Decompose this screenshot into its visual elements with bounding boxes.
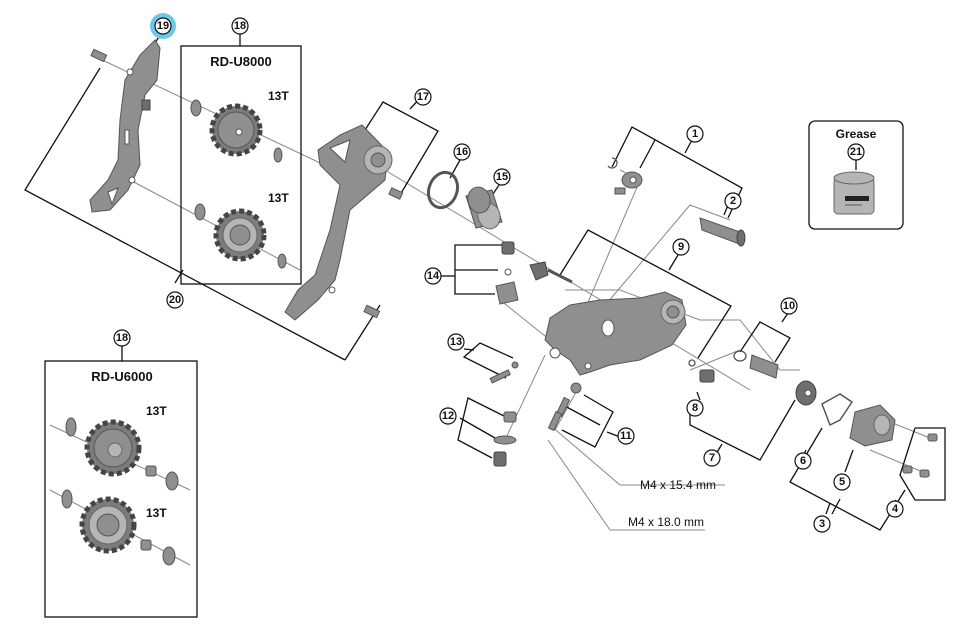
svg-text:19: 19 bbox=[157, 20, 169, 32]
svg-text:10: 10 bbox=[783, 300, 795, 312]
adjust-bolt-set[interactable] bbox=[495, 241, 519, 305]
label-teeth-u8000-upper: 13T bbox=[268, 89, 289, 103]
callout-16[interactable]: 16 bbox=[453, 143, 471, 161]
callout-7[interactable]: 7 bbox=[703, 449, 721, 467]
callout-5[interactable]: 5 bbox=[833, 473, 851, 491]
svg-text:8: 8 bbox=[692, 402, 698, 414]
friction-unit-part[interactable] bbox=[733, 350, 779, 379]
svg-text:4: 4 bbox=[892, 503, 899, 515]
link-arm-part[interactable] bbox=[529, 261, 573, 284]
svg-text:13: 13 bbox=[450, 336, 462, 348]
svg-text:16: 16 bbox=[456, 146, 468, 158]
callout-15[interactable]: 15 bbox=[493, 168, 511, 186]
callout-17[interactable]: 17 bbox=[414, 88, 432, 106]
bushing-part[interactable] bbox=[465, 185, 503, 232]
cover-unit-part[interactable] bbox=[849, 404, 896, 447]
svg-text:15: 15 bbox=[496, 171, 508, 183]
label-rd-u6000: RD-U6000 bbox=[91, 369, 152, 384]
label-screw-m4-18-0: M4 x 18.0 mm bbox=[628, 515, 704, 529]
callout-8[interactable]: 8 bbox=[686, 399, 704, 417]
svg-text:2: 2 bbox=[730, 195, 736, 207]
svg-text:14: 14 bbox=[427, 270, 440, 282]
label-teeth-u6000-lower: 13T bbox=[146, 506, 167, 520]
callout-18-bottom[interactable]: 18 bbox=[113, 329, 131, 347]
svg-text:5: 5 bbox=[839, 476, 845, 488]
label-screw-m4-15-4: M4 x 15.4 mm bbox=[640, 478, 716, 492]
svg-text:17: 17 bbox=[417, 91, 429, 103]
outer-cage-part[interactable] bbox=[284, 124, 404, 321]
svg-text:6: 6 bbox=[800, 455, 806, 467]
callout-14[interactable]: 14 bbox=[424, 267, 442, 285]
callout-20[interactable]: 20 bbox=[166, 291, 184, 309]
callout-11[interactable]: 11 bbox=[617, 427, 635, 445]
seal-ring-part[interactable] bbox=[821, 393, 854, 427]
svg-text:7: 7 bbox=[709, 452, 715, 464]
label-grease: Grease bbox=[836, 127, 877, 141]
svg-text:11: 11 bbox=[620, 430, 632, 442]
spring-clip-part[interactable] bbox=[424, 168, 463, 211]
clutch-cap-part[interactable] bbox=[795, 380, 817, 406]
callout-9[interactable]: 9 bbox=[672, 238, 690, 256]
callout-4[interactable]: 4 bbox=[886, 500, 904, 518]
callout-10[interactable]: 10 bbox=[780, 297, 798, 315]
pulley-lower-u6000[interactable] bbox=[61, 489, 176, 566]
label-teeth-u8000-lower: 13T bbox=[268, 191, 289, 205]
callout-2[interactable]: 2 bbox=[724, 192, 742, 210]
b-tension-screw-part[interactable] bbox=[489, 361, 519, 384]
inner-plate-part[interactable] bbox=[89, 39, 161, 213]
svg-text:18: 18 bbox=[234, 20, 246, 32]
svg-text:12: 12 bbox=[442, 410, 454, 422]
svg-text:18: 18 bbox=[116, 332, 128, 344]
derailleur-body-part[interactable] bbox=[544, 291, 687, 376]
mount-bolt-set[interactable] bbox=[493, 411, 517, 467]
cable-fixing-part[interactable] bbox=[607, 157, 643, 195]
callout-13[interactable]: 13 bbox=[447, 333, 465, 351]
pulley-upper-u6000[interactable] bbox=[65, 417, 179, 491]
svg-text:20: 20 bbox=[169, 294, 181, 306]
svg-text:3: 3 bbox=[819, 518, 825, 530]
plate-bolt-top[interactable] bbox=[90, 48, 108, 63]
callout-3[interactable]: 3 bbox=[813, 515, 831, 533]
pulley-upper-u8000[interactable] bbox=[190, 99, 283, 163]
bracket-lines bbox=[24, 31, 946, 618]
callout-12[interactable]: 12 bbox=[439, 407, 457, 425]
callout-18-top[interactable]: 18 bbox=[231, 17, 249, 35]
label-teeth-u6000-upper: 13T bbox=[146, 404, 167, 418]
svg-text:9: 9 bbox=[678, 241, 684, 253]
svg-text:1: 1 bbox=[692, 128, 698, 140]
svg-text:21: 21 bbox=[850, 146, 862, 158]
axle-part[interactable] bbox=[699, 217, 746, 247]
label-rd-u8000: RD-U8000 bbox=[210, 54, 271, 69]
cover-screws[interactable] bbox=[902, 433, 938, 478]
callout-1[interactable]: 1 bbox=[686, 125, 704, 143]
callout-6[interactable]: 6 bbox=[794, 452, 812, 470]
callout-19[interactable]: 19 bbox=[154, 17, 172, 35]
stroke-adjust-screws[interactable] bbox=[547, 382, 582, 432]
clutch-switch-part[interactable] bbox=[688, 359, 715, 383]
callout-21[interactable]: 21 bbox=[847, 143, 865, 161]
pulley-lower-u8000[interactable] bbox=[194, 203, 287, 269]
grease-tub[interactable] bbox=[833, 171, 875, 215]
